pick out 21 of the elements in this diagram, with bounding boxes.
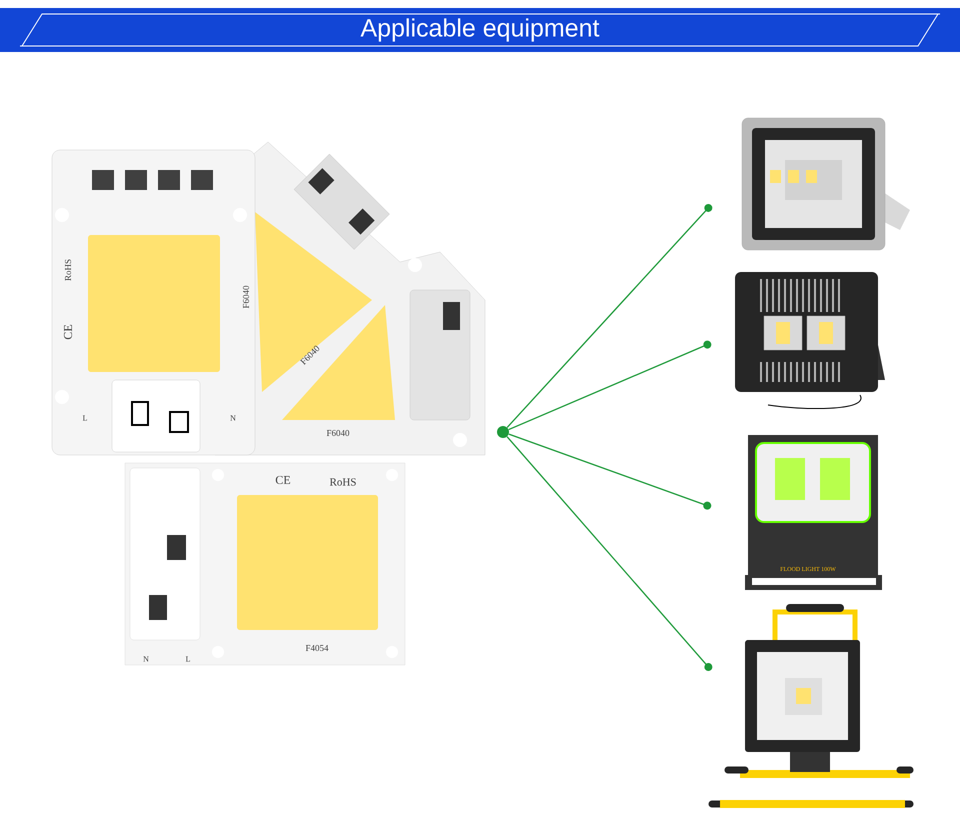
connector-line	[506, 204, 712, 428]
connector-line	[506, 436, 712, 671]
connector-line	[508, 434, 712, 510]
printed-marking: L	[186, 656, 190, 662]
floodlight-picture	[735, 272, 886, 410]
printed-marking: F4054	[306, 644, 328, 652]
printed-marking: RoHS	[64, 260, 72, 281]
printed-marking: L	[82, 415, 87, 421]
title-banner: Applicable equipment	[0, 8, 960, 52]
printed-marking: CE	[276, 476, 290, 484]
floodlight-picture	[742, 118, 910, 250]
connector-line	[508, 340, 712, 430]
printed-marking: F6040	[242, 286, 250, 308]
printed-marking: N	[230, 415, 236, 421]
printed-marking: CE	[64, 324, 72, 340]
floodlight-picture	[708, 604, 914, 808]
floodlight-picture	[745, 435, 882, 590]
printed-marking: RoHS	[330, 478, 356, 486]
printed-marking: N	[143, 656, 149, 662]
junction-dot	[497, 426, 509, 438]
printed-marking: F6040	[326, 430, 350, 436]
